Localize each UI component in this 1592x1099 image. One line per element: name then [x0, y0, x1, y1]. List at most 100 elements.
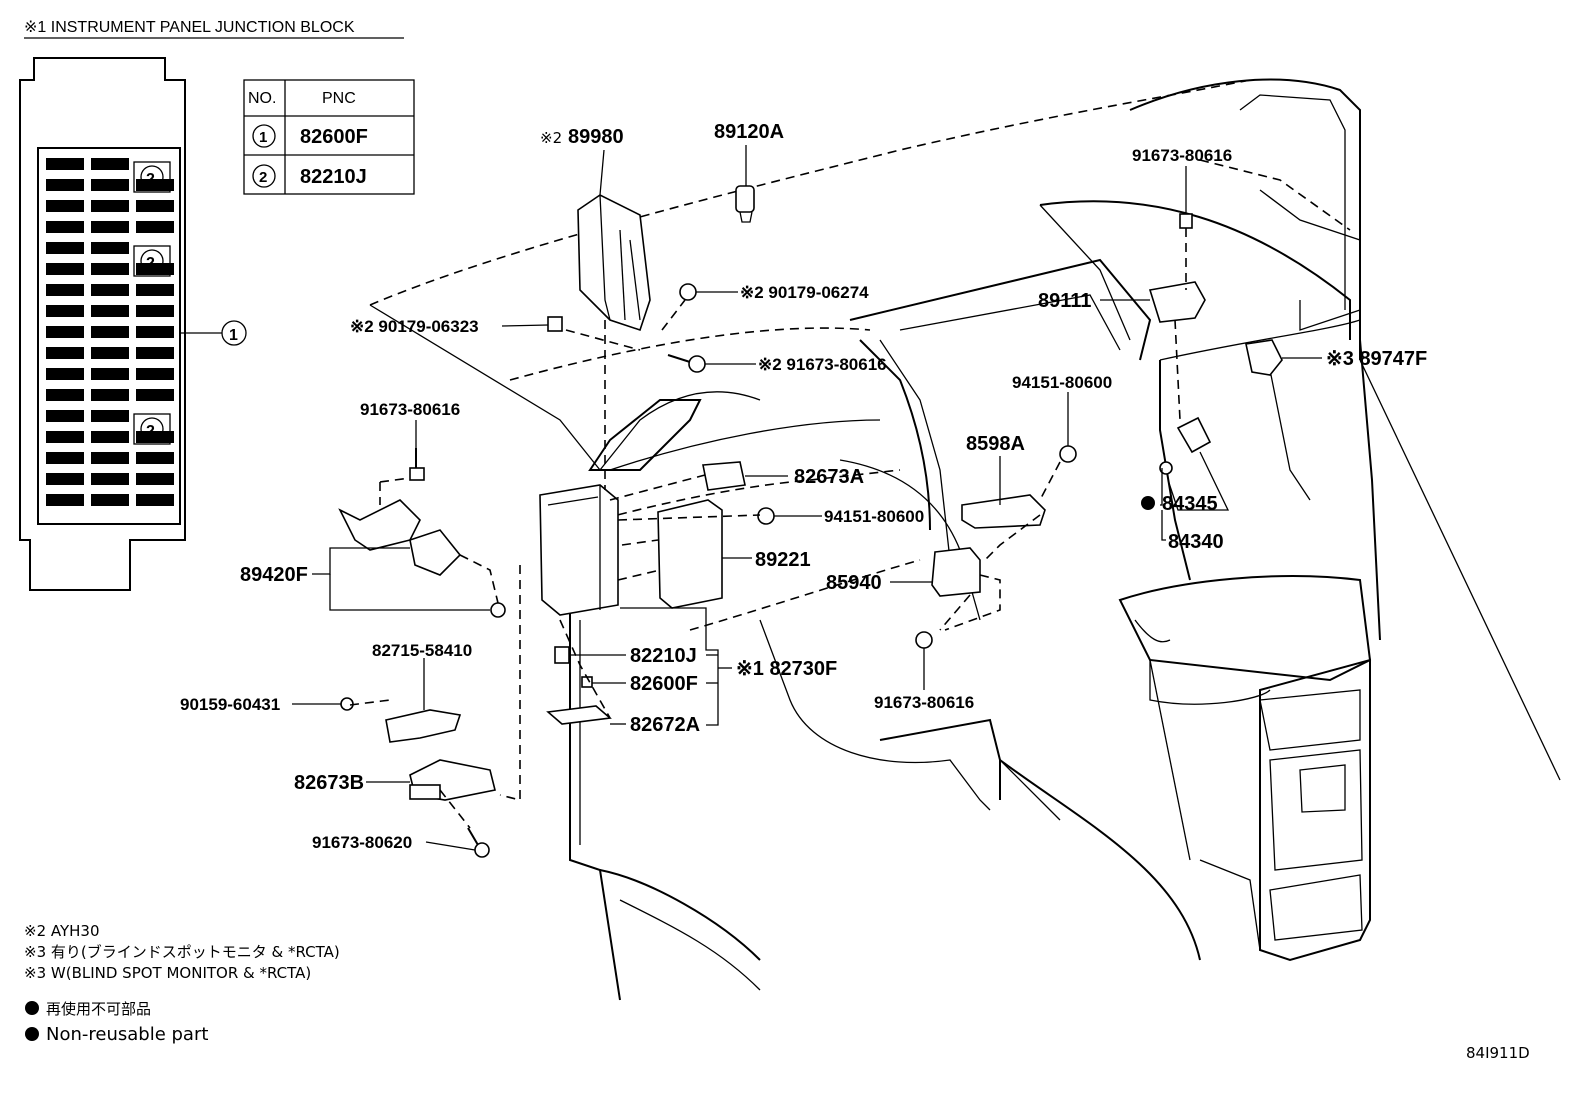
label-82730F: ※1 82730F — [736, 658, 837, 680]
label-89221: 89221 — [755, 549, 811, 571]
label-90179-06323: ※2 90179-06323 — [350, 317, 479, 336]
part-84340-switch — [1159, 416, 1212, 475]
fuse — [91, 158, 129, 170]
fuse — [46, 347, 84, 359]
pnc-col-pnc: PNC — [322, 90, 356, 107]
pnc-row-2-value: 82210J — [300, 166, 367, 188]
note-non-reusable-jp: 再使用不可部品 — [46, 1000, 151, 1018]
label-85940: 85940 — [826, 572, 882, 594]
part-89980-bracket — [577, 194, 651, 332]
fuse — [91, 347, 129, 359]
fuse — [46, 179, 84, 191]
label-82715-58410: 82715-58410 — [372, 641, 472, 660]
fuse — [46, 284, 84, 296]
part-91673-80616-bolt-left — [409, 448, 425, 481]
pnc-row-1-value: 82600F — [300, 126, 368, 148]
fuse — [46, 494, 84, 506]
pnc-table: NO. PNC 1 82600F 2 82210J — [243, 79, 415, 195]
leader-lines — [292, 145, 1322, 851]
part-89120A-clip — [735, 185, 755, 223]
label-82672A: 82672A — [630, 714, 700, 736]
fuse-slot-2a — [133, 161, 171, 193]
callout-2b: 2 — [146, 255, 155, 272]
label-91673-80616-top: 91673-80616 — [1132, 146, 1232, 165]
fuse — [136, 494, 174, 506]
fuse — [46, 200, 84, 212]
fuse — [46, 158, 84, 170]
label-91673-80620: 91673-80620 — [312, 833, 412, 852]
fuse — [91, 284, 129, 296]
fuse — [46, 221, 84, 233]
callout-circle-2b — [140, 249, 164, 273]
fuse — [46, 326, 84, 338]
part-89747F-sensor — [1245, 339, 1283, 376]
label-8598A: 8598A — [966, 433, 1025, 455]
non-reusable-bullet-84345 — [1141, 496, 1155, 510]
part-89221-module — [657, 499, 723, 609]
label-89120A: 89120A — [714, 121, 784, 143]
lower-panel-outline — [569, 559, 1201, 1001]
part-90179-06323-nut — [547, 316, 563, 332]
note-bsm-jp: ※3 有り(ブラインドスポットモニタ & *RCTA) — [24, 943, 340, 961]
fuse — [91, 494, 129, 506]
assembly-dashed-lines — [349, 228, 1187, 829]
fuse — [46, 452, 84, 464]
part-85940-relay — [931, 547, 981, 597]
fuse — [91, 242, 129, 254]
part-8598A-sensor — [961, 494, 1046, 529]
fuse — [136, 452, 174, 464]
fuse — [136, 200, 174, 212]
part-91673-80620-bolt — [467, 827, 490, 858]
fuse — [136, 347, 174, 359]
diagram-title: ※1 INSTRUMENT PANEL JUNCTION BLOCK — [24, 19, 355, 36]
callout-circle-2c — [140, 417, 164, 441]
fuse — [136, 179, 174, 191]
center-console — [1118, 575, 1372, 962]
fuse — [136, 326, 174, 338]
fuse — [91, 179, 129, 191]
dashboard-surface — [509, 327, 981, 621]
fuse — [91, 326, 129, 338]
label-89980-mark: ※2 — [540, 129, 562, 147]
label-91673-80616-bottom: 91673-80616 — [874, 693, 974, 712]
label-89980: 89980 — [568, 126, 624, 148]
part-82730F-junction-block — [539, 484, 619, 616]
fuse — [136, 305, 174, 317]
label-91673-80616-left: 91673-80616 — [360, 400, 460, 419]
callout-2c: 2 — [146, 423, 155, 440]
part-82210J-relay — [554, 646, 570, 664]
part-91673-80616-bolt-bottom — [915, 631, 933, 649]
fuse — [91, 389, 129, 401]
label-89111: 89111 — [1038, 290, 1091, 312]
label-82673B: 82673B — [294, 772, 364, 794]
label-82600F: 82600F — [630, 673, 698, 695]
fuse — [91, 263, 129, 275]
fuse — [136, 473, 174, 485]
fuse — [46, 263, 84, 275]
note-ayh30: ※2 AYH30 — [24, 922, 100, 940]
fuse — [136, 368, 174, 380]
fuse — [46, 305, 84, 317]
part-90159-60431-screw — [340, 697, 354, 711]
label-84340: 84340 — [1168, 531, 1224, 553]
fuse — [91, 221, 129, 233]
label-89420F: 89420F — [240, 564, 308, 586]
fuse — [46, 410, 84, 422]
label-89747F: ※3 89747F — [1326, 348, 1427, 370]
fuse — [91, 452, 129, 464]
fuse-slot-2c — [133, 413, 171, 445]
note-bsm-en: ※3 W(BLIND SPOT MONITOR & *RCTA) — [24, 964, 311, 982]
fuse — [91, 368, 129, 380]
part-91673-80616-bolt-top — [1179, 213, 1193, 229]
fuse — [136, 431, 174, 443]
fuse — [91, 410, 129, 422]
fuse — [46, 368, 84, 380]
fuse — [136, 284, 174, 296]
callout-circle-2a — [140, 165, 164, 189]
label-90179-06274: ※2 90179-06274 — [740, 283, 869, 302]
junction-block: 2 2 2 1 — [19, 57, 247, 591]
part-82715-58410-bracket — [385, 709, 462, 743]
label-84345: 84345 — [1162, 493, 1218, 515]
